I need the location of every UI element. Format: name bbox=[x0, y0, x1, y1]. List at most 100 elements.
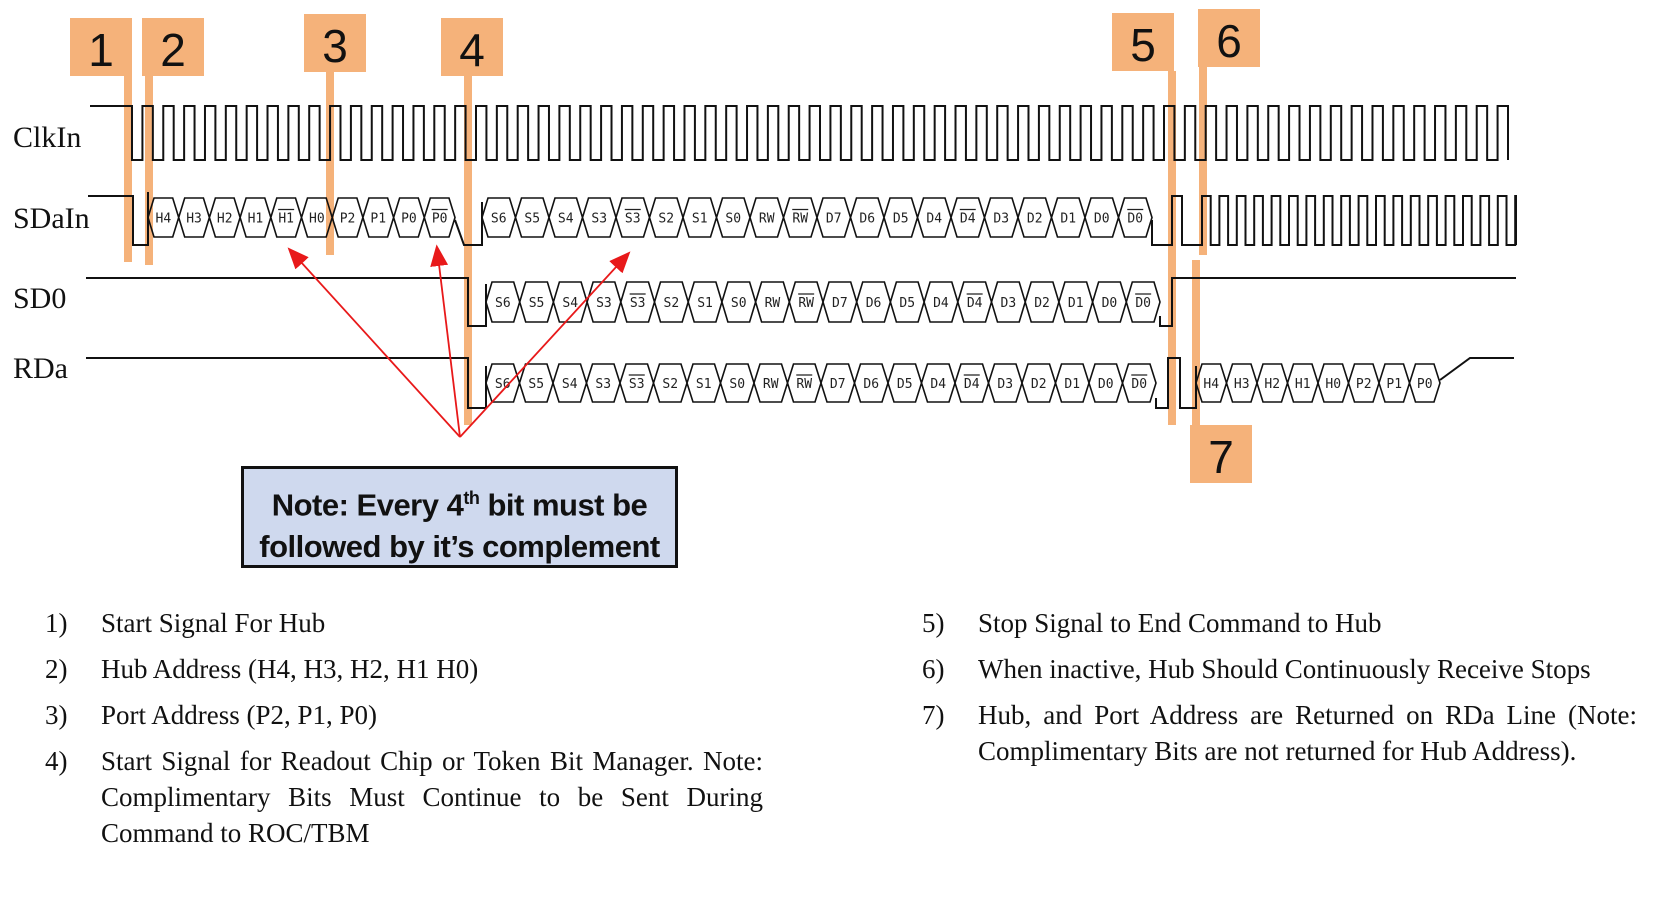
signal-label-clkin: ClkIn bbox=[13, 121, 81, 154]
bit-cell: P2 bbox=[1356, 377, 1372, 392]
bit-cell: D6 bbox=[866, 296, 882, 311]
bit-cell: S4 bbox=[562, 296, 578, 311]
bit-cell: D2 bbox=[1031, 377, 1047, 392]
bit-cell: RW bbox=[796, 377, 812, 392]
legend-left: 1)Start Signal For Hub 2)Hub Address (H4… bbox=[45, 605, 763, 861]
bit-cell: P0 bbox=[432, 212, 448, 227]
bit-cell: S3 bbox=[591, 212, 607, 227]
bit-cell: P0 bbox=[1417, 377, 1433, 392]
marker-label: 1 bbox=[88, 24, 114, 76]
bit-cell: S3 bbox=[625, 212, 641, 227]
bit-cell: D4 bbox=[960, 212, 976, 227]
bit-cell: H1 bbox=[278, 212, 294, 227]
marker-5: 5 bbox=[1112, 13, 1176, 425]
note-line1-end: bit must be bbox=[479, 487, 648, 523]
sd0-start bbox=[86, 277, 487, 327]
bit-cell: D4 bbox=[964, 377, 980, 392]
bit-cell: S5 bbox=[528, 377, 544, 392]
bit-cell: RW bbox=[792, 212, 808, 227]
bit-cell: P1 bbox=[370, 212, 386, 227]
legend-item-2: 2)Hub Address (H4, H3, H2, H1 H0) bbox=[45, 654, 479, 684]
bit-cell: H3 bbox=[186, 212, 202, 227]
bit-cell: H2 bbox=[217, 212, 233, 227]
bit-cell: D7 bbox=[826, 212, 842, 227]
rda-return-bits: H4 H3 H2 H1 H0 P2 P1 P0 bbox=[1195, 363, 1441, 403]
bit-cell: S6 bbox=[491, 212, 507, 227]
legend-item-1: 1)Start Signal For Hub bbox=[45, 608, 326, 638]
legend-item-7: 7)Hub, and Port Address are Returned on … bbox=[922, 700, 1637, 766]
bit-cell: RW bbox=[765, 296, 781, 311]
bit-cell: H4 bbox=[1203, 377, 1219, 392]
signal-label-rda: RDa bbox=[13, 352, 68, 385]
bit-cell: D5 bbox=[897, 377, 913, 392]
clkin-waveform bbox=[90, 105, 1509, 161]
bit-cell: H4 bbox=[156, 212, 172, 227]
bit-cell: S1 bbox=[692, 212, 708, 227]
marker-label: 2 bbox=[160, 24, 186, 76]
bit-cell: H0 bbox=[1325, 377, 1341, 392]
bit-cell: S0 bbox=[729, 377, 745, 392]
bit-cell: RW bbox=[798, 296, 814, 311]
marker-label: 4 bbox=[459, 24, 485, 76]
signal-label-sd0: SD0 bbox=[13, 282, 66, 315]
bit-cell: D0 bbox=[1102, 296, 1118, 311]
bit-cell: H2 bbox=[1264, 377, 1280, 392]
bit-cell: D1 bbox=[1064, 377, 1080, 392]
bit-cell: S5 bbox=[529, 296, 545, 311]
marker-label: 3 bbox=[322, 20, 348, 72]
bit-cell: D4 bbox=[933, 296, 949, 311]
bit-cell: S3 bbox=[595, 377, 611, 392]
bit-cell: H1 bbox=[248, 212, 264, 227]
bit-cell: D0 bbox=[1135, 296, 1151, 311]
bit-cell: RW bbox=[759, 212, 775, 227]
legend-item-4: 4)Start Signal for Readout Chip or Token… bbox=[45, 746, 763, 848]
bit-cell: D2 bbox=[1027, 212, 1043, 227]
sdain-gap bbox=[454, 202, 483, 246]
bit-cell: P1 bbox=[1386, 377, 1402, 392]
marker-label: 7 bbox=[1208, 431, 1234, 483]
bit-cell: S2 bbox=[662, 377, 678, 392]
bit-cell: D4 bbox=[967, 296, 983, 311]
bit-cell: H3 bbox=[1234, 377, 1250, 392]
note-line2: followed by it’s complement bbox=[259, 529, 660, 565]
sdain-stop-train bbox=[1151, 195, 1517, 246]
bit-cell: H0 bbox=[309, 212, 325, 227]
bit-cell: D7 bbox=[832, 296, 848, 311]
bit-cell: S3 bbox=[629, 377, 645, 392]
bit-cell: D3 bbox=[997, 377, 1013, 392]
bit-cell: P2 bbox=[340, 212, 356, 227]
rda-start bbox=[86, 357, 487, 409]
bit-cell: D1 bbox=[1068, 296, 1084, 311]
legend-right: 5)Stop Signal to End Command to Hub 6)Wh… bbox=[922, 605, 1637, 779]
bit-cell: S2 bbox=[664, 296, 680, 311]
bit-cell: S4 bbox=[562, 377, 578, 392]
bit-cell: D0 bbox=[1094, 212, 1110, 227]
bit-cell: D1 bbox=[1060, 212, 1076, 227]
signal-label-sdain: SDaIn bbox=[13, 202, 90, 235]
bit-cell: S2 bbox=[658, 212, 674, 227]
bit-cell: D7 bbox=[830, 377, 846, 392]
rda-stop bbox=[1155, 357, 1197, 409]
legend-item-5: 5)Stop Signal to End Command to Hub bbox=[922, 608, 1382, 638]
marker-2: 2 bbox=[142, 18, 204, 265]
complement-note: Note: Every 4th bit must be followed by … bbox=[241, 466, 678, 568]
legend-item-3: 3)Port Address (P2, P1, P0) bbox=[45, 700, 378, 730]
bit-cell: S0 bbox=[731, 296, 747, 311]
bit-cell: RW bbox=[763, 377, 779, 392]
bit-cell: H1 bbox=[1295, 377, 1311, 392]
marker-4: 4 bbox=[441, 18, 503, 425]
bit-cell: S1 bbox=[697, 296, 713, 311]
bit-cell: S4 bbox=[558, 212, 574, 227]
bit-cell: D5 bbox=[899, 296, 915, 311]
bit-cell: D4 bbox=[930, 377, 946, 392]
marker-label: 6 bbox=[1216, 15, 1242, 67]
marker-1: 1 bbox=[70, 18, 132, 262]
bit-cell: S6 bbox=[495, 377, 511, 392]
bit-cell: S1 bbox=[696, 377, 712, 392]
bit-cell: P0 bbox=[401, 212, 417, 227]
complement-arrows bbox=[287, 244, 631, 438]
sdain-header-bits: H4 H3 H2 H1 H1 H0 P2 P1 P0 P0 bbox=[147, 197, 456, 238]
